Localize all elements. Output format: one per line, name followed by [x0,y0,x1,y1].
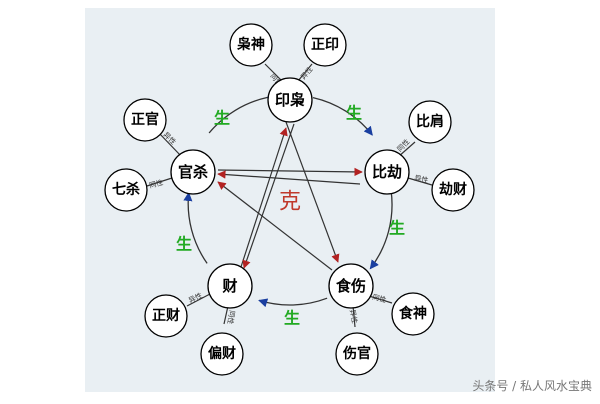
sheng-label-2: 生 [346,104,362,123]
sheng-arc-guansha-to-yinxiao [208,91,277,134]
node-bijian-circle [408,100,452,144]
node-shishen-label: 食神 [399,305,427,322]
sheng-labels: 生 生 生 生 生 [176,104,405,328]
sheng-arc-yinxiao-to-bijie [312,96,373,136]
branch-lines [146,63,433,328]
node-qisha-label: 七杀 [112,181,140,198]
node-guansha-circle [170,149,216,195]
node-zhengguan-circle [123,98,167,142]
ke-line-yinxiao-to-cai [242,123,295,269]
ke-line-yinxiao-to-shishang [285,121,340,263]
node-jiecai-label: 劫财 [439,181,467,198]
branch-label-shishen: 同性 [371,292,387,304]
node-cai-circle [207,263,253,309]
sheng-arc-cai-to-guansha [183,191,208,264]
sheng-arc-shishang-to-cai [258,297,328,308]
node-shangguan-label: 伤官 [342,345,371,362]
branch-label-jiecai: 异性 [414,173,430,185]
node-piancai-label: 偏财 [208,345,236,362]
sheng-label-3: 生 [389,219,405,238]
node-zhengyin-label: 正印 [311,36,339,53]
sheng-label-5: 生 [176,235,192,254]
watermark-text: 头条号 / 私人风水宝典 [472,379,592,393]
branch-label-qisha: 同性 [148,178,164,190]
node-shishang-circle [328,263,374,309]
node-shishen-circle [391,292,435,336]
branch-label-shangguan: 异性 [348,309,359,324]
node-qisha-circle [104,168,148,212]
node-bijie-circle [364,149,410,195]
node-jiecai-circle [431,168,475,212]
node-zhengcai-label: 正财 [152,307,180,324]
ke-line-bijie-to-guansha [217,170,361,185]
node-yinxiao-circle [267,77,313,123]
ke-center-label: 克 [279,190,301,215]
main-nodes: 印枭 比劫 食伤 财 官杀 [170,77,410,309]
node-yinxiao-label: 印枭 [275,91,305,109]
sheng-arc-bijie-to-shishang [369,189,393,270]
node-piancai-circle [200,332,244,376]
node-zhengguan-label: 正官 [131,111,159,128]
node-bijian-label: 比肩 [416,113,444,130]
sheng-label-4: 生 [284,309,300,328]
node-shangguan-circle [335,332,379,376]
ke-line-guansha-to-bijie [217,167,363,177]
branch-label-piancai: 同性 [226,310,237,325]
sub-nodes: 枭神 正印 比肩 劫财 食神 伤官 偏财 正财 七杀 正官 [104,23,475,376]
node-zhengyin-circle [303,23,347,67]
node-shishang-label: 食伤 [336,277,366,295]
ke-line-cai-to-yinxiao [239,127,288,271]
node-guansha-label: 官杀 [178,163,208,181]
ke-line-shishang-to-guansha [217,181,333,271]
sheng-label-1: 生 [214,109,230,128]
node-xiaoshen-label: 枭神 [236,36,265,53]
node-bijie-label: 比劫 [372,163,402,181]
node-xiaoshen-circle [229,23,273,67]
node-zhengcai-circle [144,294,188,338]
node-cai-label: 财 [222,277,237,295]
